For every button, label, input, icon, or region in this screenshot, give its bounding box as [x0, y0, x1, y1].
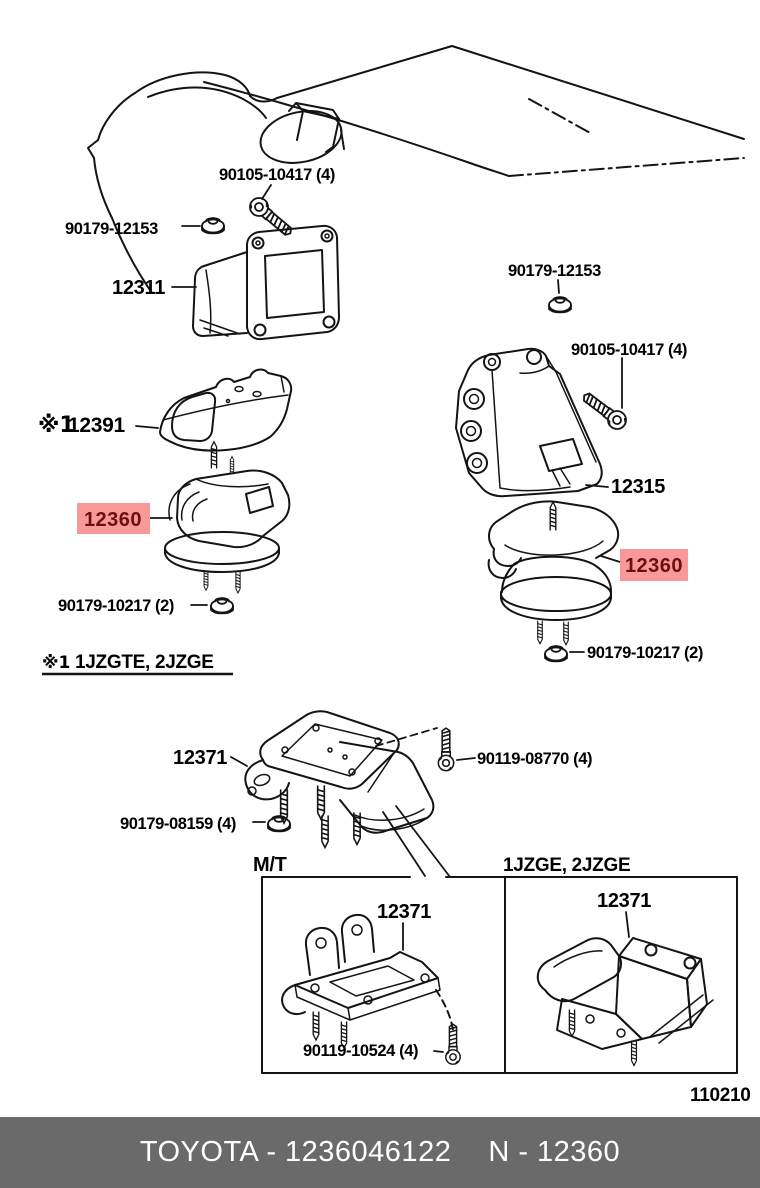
label-bracket-12315: 12315 [611, 476, 665, 498]
nut-90179-08159 [267, 815, 291, 833]
label-mount-12371-mt: 12371 [377, 901, 431, 923]
label-bolt-90119-08770: 90119-08770 (4) [477, 750, 592, 768]
label-insulator-12360-right: 12360 [625, 555, 683, 577]
insulator-12360-right-drawing [487, 500, 620, 646]
nut-90179-12153-right [548, 296, 572, 314]
cover-12391-drawing [159, 368, 293, 452]
parts-diagram: 90105-10417 (4) 90179-12153 12311 90179-… [38, 45, 751, 1106]
label-cover-ref-mark: ※1 [38, 413, 75, 438]
label-mount-12371: 12371 [173, 747, 227, 769]
engine-block-outline [87, 45, 745, 294]
nut-90179-10217-left [210, 597, 234, 615]
fasteners [201, 193, 631, 1065]
bolt-90119-08770 [437, 727, 455, 772]
box-right-title: 1JZGE, 2JZGE [503, 855, 630, 876]
label-bolt-90105-top-left: 90105-10417 (4) [219, 166, 335, 184]
label-nut-90179-12153-left: 90179-12153 [65, 220, 158, 238]
box-left-title: M/T [253, 854, 287, 876]
label-nut-90179-12153-right: 90179-12153 [508, 262, 601, 280]
mount-12371-at-drawing [536, 937, 714, 1067]
note-ref-mark: ※1 [42, 653, 70, 673]
label-nut-90179-08159: 90179-08159 (4) [120, 815, 236, 833]
highlight-box-12360-left [77, 503, 150, 534]
footer-bar: TOYOTA - 1236046122 N - 12360 [0, 1117, 760, 1188]
mount-12371-drawing [244, 710, 435, 849]
nut-90179-10217-right [544, 645, 568, 663]
mount-12371-mt-drawing [281, 913, 454, 1049]
label-bolt-90105-right: 90105-10417 (4) [571, 341, 687, 359]
footer-catalog-number: TOYOTA - 1236046122 [139, 1136, 452, 1168]
bracket-12311-drawing [192, 224, 340, 341]
insulator-12360-left-drawing [164, 441, 291, 594]
highlight-box-12360-right [620, 549, 688, 581]
note-engine-codes: 1JZGTE, 2JZGE [75, 652, 214, 673]
label-insulator-12360-left: 12360 [84, 509, 142, 531]
footer-part-number: N - 12360 [488, 1136, 621, 1168]
page-code: 110210 [690, 1085, 751, 1106]
label-bolt-90119-10524: 90119-10524 (4) [303, 1042, 418, 1060]
nut-90179-12153-left [201, 217, 225, 235]
label-cover-12391: 12391 [68, 414, 126, 437]
label-nut-90179-10217-left: 90179-10217 (2) [58, 597, 174, 615]
leader-lines [135, 184, 630, 1053]
bracket-12315-drawing [455, 347, 603, 498]
label-bracket-12311: 12311 [112, 277, 165, 299]
detail-boxes [261, 876, 738, 1074]
label-mount-12371-at: 12371 [597, 890, 651, 912]
label-nut-90179-10217-right: 90179-10217 (2) [587, 644, 703, 662]
